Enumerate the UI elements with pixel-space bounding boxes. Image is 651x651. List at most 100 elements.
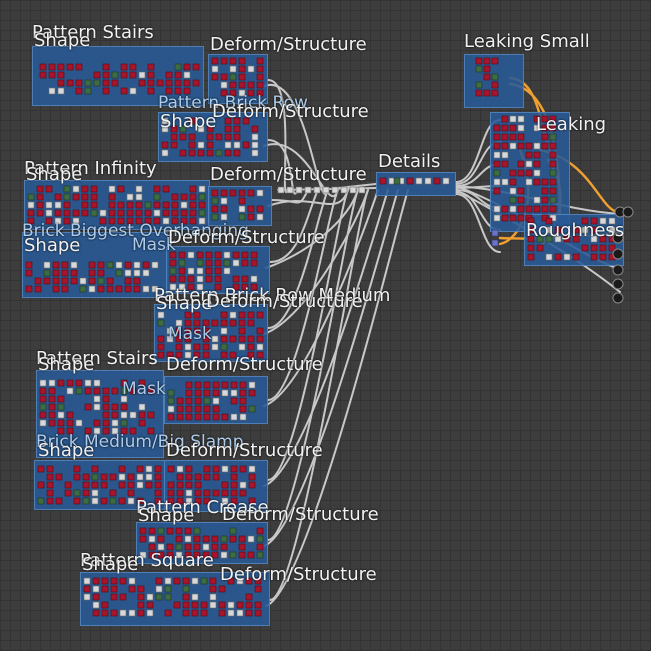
- graph-node[interactable]: [138, 419, 146, 427]
- graph-node[interactable]: [214, 275, 222, 283]
- graph-node[interactable]: [549, 115, 557, 123]
- graph-node[interactable]: [212, 397, 220, 405]
- graph-node[interactable]: [200, 601, 208, 609]
- graph-node[interactable]: [61, 277, 69, 285]
- graph-node[interactable]: [176, 489, 184, 497]
- graph-node[interactable]: [256, 327, 264, 335]
- graph-node[interactable]: [184, 551, 192, 559]
- graph-node[interactable]: [166, 351, 174, 359]
- graph-node[interactable]: [527, 235, 535, 243]
- graph-node[interactable]: [203, 473, 211, 481]
- graph-node[interactable]: [525, 160, 533, 168]
- graph-node[interactable]: [248, 405, 256, 413]
- graph-node[interactable]: [491, 73, 499, 81]
- graph-node[interactable]: [166, 335, 174, 343]
- graph-node[interactable]: [218, 585, 226, 593]
- graph-node[interactable]: [106, 277, 114, 285]
- connection-wire[interactable]: [263, 189, 369, 335]
- graph-node[interactable]: [475, 57, 483, 65]
- graph-node[interactable]: [175, 551, 183, 559]
- graph-node[interactable]: [192, 63, 200, 71]
- graph-node[interactable]: [39, 71, 47, 79]
- graph-node[interactable]: [230, 497, 238, 505]
- graph-node[interactable]: [151, 285, 159, 293]
- graph-node[interactable]: [66, 379, 74, 387]
- graph-node[interactable]: [27, 201, 35, 209]
- connection-wire[interactable]: [263, 83, 329, 195]
- graph-node[interactable]: [102, 403, 110, 411]
- graph-node[interactable]: [493, 160, 501, 168]
- graph-node[interactable]: [509, 196, 517, 204]
- graph-node[interactable]: [256, 205, 264, 213]
- graph-node[interactable]: [475, 65, 483, 73]
- graph-node[interactable]: [73, 489, 81, 497]
- graph-node[interactable]: [206, 141, 214, 149]
- graph-node[interactable]: [126, 201, 134, 209]
- graph-node[interactable]: [111, 419, 119, 427]
- graph-node[interactable]: [212, 413, 220, 421]
- graph-node[interactable]: [197, 125, 205, 133]
- graph-node[interactable]: [178, 283, 186, 291]
- graph-node[interactable]: [111, 387, 119, 395]
- graph-node[interactable]: [75, 87, 83, 95]
- graph-node[interactable]: [205, 267, 213, 275]
- graph-node[interactable]: [185, 489, 193, 497]
- graph-node[interactable]: [39, 379, 47, 387]
- graph-node[interactable]: [169, 267, 177, 275]
- graph-node[interactable]: [493, 124, 501, 132]
- graph-node[interactable]: [227, 609, 235, 617]
- graph-node[interactable]: [167, 389, 175, 397]
- graph-node[interactable]: [248, 381, 256, 389]
- graph-node[interactable]: [599, 235, 607, 243]
- graph-node[interactable]: [119, 577, 127, 585]
- graph-node[interactable]: [517, 187, 525, 195]
- graph-node[interactable]: [111, 427, 119, 435]
- graph-node[interactable]: [192, 79, 200, 87]
- connection-wire[interactable]: [263, 189, 399, 547]
- graph-node[interactable]: [483, 65, 491, 73]
- graph-node[interactable]: [229, 535, 237, 543]
- graph-node[interactable]: [483, 73, 491, 81]
- graph-node[interactable]: [202, 543, 210, 551]
- graph-node[interactable]: [136, 465, 144, 473]
- graph-node[interactable]: [108, 201, 116, 209]
- graph-node[interactable]: [218, 601, 226, 609]
- graph-node[interactable]: [238, 65, 246, 73]
- graph-node[interactable]: [184, 535, 192, 543]
- graph-node[interactable]: [533, 178, 541, 186]
- graph-node[interactable]: [102, 395, 110, 403]
- graph-node[interactable]: [483, 57, 491, 65]
- graph-node[interactable]: [136, 481, 144, 489]
- graph-node[interactable]: [517, 115, 525, 123]
- graph-node[interactable]: [509, 187, 517, 195]
- graph-node[interactable]: [202, 319, 210, 327]
- graph-node[interactable]: [533, 142, 541, 150]
- graph-node[interactable]: [541, 142, 549, 150]
- connection-wire[interactable]: [267, 139, 299, 195]
- graph-node[interactable]: [115, 285, 123, 293]
- graph-node[interactable]: [138, 79, 146, 87]
- graph-node[interactable]: [91, 497, 99, 505]
- graph-node[interactable]: [202, 351, 210, 359]
- graph-node[interactable]: [188, 117, 196, 125]
- graph-node[interactable]: [493, 151, 501, 159]
- graph-node[interactable]: [229, 189, 237, 197]
- graph-node[interactable]: [245, 593, 253, 601]
- graph-node[interactable]: [239, 397, 247, 405]
- graph-node[interactable]: [162, 209, 170, 217]
- graph-node[interactable]: [118, 473, 126, 481]
- graph-node[interactable]: [52, 269, 60, 277]
- graph-node[interactable]: [46, 473, 54, 481]
- graph-node[interactable]: [147, 63, 155, 71]
- graph-node[interactable]: [185, 397, 193, 405]
- graph-node[interactable]: [45, 185, 53, 193]
- graph-node[interactable]: [224, 125, 232, 133]
- graph-node[interactable]: [187, 251, 195, 259]
- graph-node[interactable]: [202, 551, 210, 559]
- graph-node[interactable]: [161, 125, 169, 133]
- graph-node[interactable]: [229, 551, 237, 559]
- graph-node[interactable]: [102, 411, 110, 419]
- graph-node[interactable]: [256, 81, 264, 89]
- graph-node[interactable]: [245, 577, 253, 585]
- graph-node[interactable]: [193, 319, 201, 327]
